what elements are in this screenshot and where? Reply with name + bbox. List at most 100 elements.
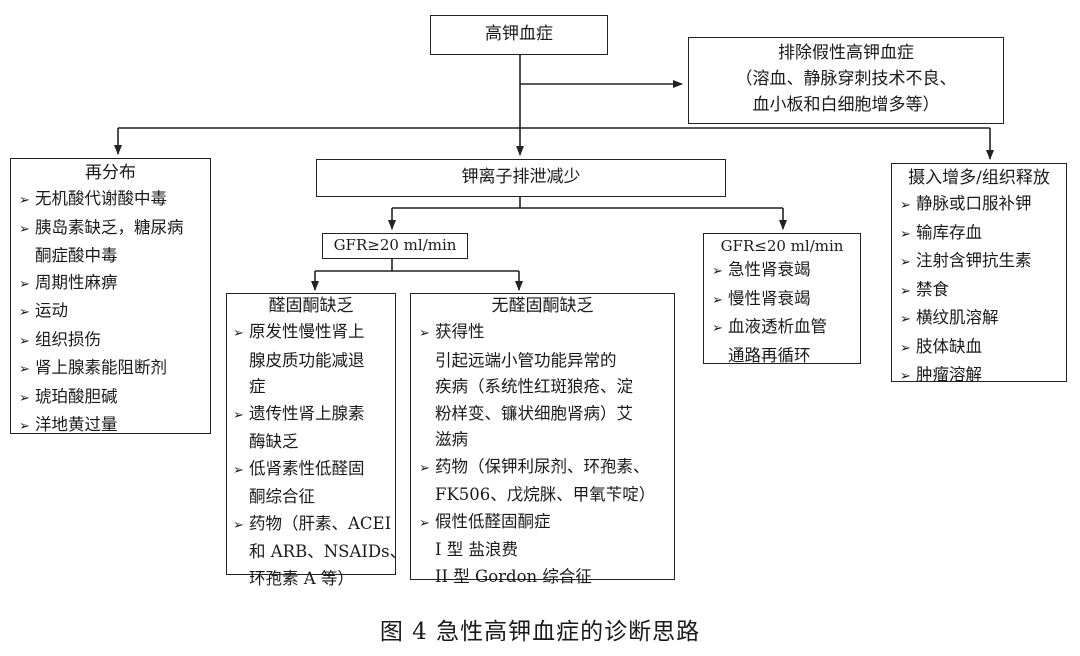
list-item: ➢ 周期性麻痹 (19, 270, 210, 299)
list-item: ➢琥珀酸胆碱 (19, 384, 210, 413)
intake-title: 摄入增多/组织释放 (908, 168, 1050, 188)
list-item: ➢ 急性肾衰竭 (712, 257, 860, 286)
bullet-arrow-icon: ➢ (19, 221, 30, 237)
bullet-arrow-icon: ➢ (19, 276, 30, 292)
list-item: ➢ 血液透析血管 (712, 314, 860, 343)
list-item: ➢肿瘤溶解 (900, 362, 1066, 391)
list-item-text: 药物（肝素、ACEI (249, 513, 392, 533)
list-item: II 型 Gordon 综合征 (419, 564, 674, 591)
list-item-text: 运动 (35, 301, 68, 320)
gfr-high-node: GFR≥20 ml/min (322, 233, 468, 259)
list-item: ➢ 肢体缺血 (900, 334, 1066, 363)
list-item-text: 引起远端小管功能异常的 (435, 350, 617, 370)
list-item-text: 和 ARB、NSAIDs、 (249, 542, 407, 561)
list-item-text: 滋病 (435, 430, 468, 449)
list-item: ➢获得性 (419, 319, 674, 348)
bullet-arrow-icon: ➢ (233, 407, 244, 423)
list-item-text: 原发性慢性肾上 (249, 322, 365, 341)
list-item: ➢ 横纹肌溶解 (900, 305, 1066, 334)
list-item: 酶缺乏 (233, 429, 395, 456)
list-item: I 型 盐浪费 (419, 537, 674, 564)
list-item-text: 禁食 (916, 279, 949, 299)
gfr-low-label: GFR≤20 ml/min (720, 237, 844, 255)
bullet-arrow-icon: ➢ (900, 312, 911, 327)
list-item-text: 通路再循环 (728, 345, 811, 365)
list-item-text: 注射含钾抗生素 (916, 251, 1032, 270)
bullet-arrow-icon: ➢ (900, 226, 911, 242)
list-item-text: 血液透析血管 (728, 317, 827, 336)
list-item-text: 肢体缺血 (916, 336, 982, 356)
list-item-text: 疾病（系统性红斑狼疮、淀 (435, 377, 633, 396)
list-item: ➢ 低肾素性低醛固 (233, 456, 395, 485)
intake-node: 摄入增多/组织释放 ➢静脉或口服补钾➢输库存血➢注射含钾抗生素➢禁食➢横纹肌溶解… (891, 163, 1067, 384)
exclude-line: 血小板和白细胞增多等） (752, 95, 940, 115)
no-aldo-def-title: 无醛固酮缺乏 (491, 296, 594, 316)
bullet-arrow-icon: ➢ (900, 255, 911, 270)
list-item-text: 急性肾衰竭 (728, 260, 811, 279)
bullet-arrow-icon: ➢ (233, 462, 244, 478)
bullet-arrow-icon: ➢ (19, 333, 30, 349)
bullet-arrow-icon: ➢ (712, 264, 723, 279)
list-item: ➢ 无机酸代谢酸中毒 (19, 186, 210, 215)
aldo-def-node: 醛固酮缺乏 ➢原发性慢性肾上腺皮质功能减退症➢遗传性肾上腺素酶缺乏➢低肾素性低醛… (226, 293, 406, 588)
bullet-arrow-icon: ➢ (233, 517, 244, 533)
list-item-text: II 型 Gordon 综合征 (435, 566, 592, 586)
list-item-text: 静脉或口服补钾 (916, 194, 1032, 213)
bullet-arrow-icon: ➢ (712, 321, 723, 336)
list-item: ➢ 注射含钾抗生素 (900, 248, 1066, 277)
list-item: ➢假性低醛固酮症 (419, 509, 674, 538)
list-item: ➢胰岛素缺乏，糖尿病 (19, 215, 210, 244)
bullet-arrow-icon: ➢ (419, 460, 430, 476)
list-item-text: 洋地黄过量 (35, 415, 118, 434)
list-item-text: 无机酸代谢酸中毒 (35, 189, 167, 208)
bullet-arrow-icon: ➢ (419, 515, 430, 531)
list-item: 酮综合征 (233, 484, 395, 511)
list-item: ➢肾上腺素能阻断剂 (19, 355, 210, 384)
list-item: ➢慢性肾衰竭 (712, 286, 860, 315)
list-item-text: 低肾素性低醛固 (249, 458, 365, 478)
exclude-title: 排除假性高钾血症 (778, 43, 914, 63)
list-item-text: 组织损伤 (35, 329, 101, 349)
bullet-arrow-icon: ➢ (19, 305, 30, 320)
list-item-text: 酮综合征 (249, 487, 315, 506)
list-item: ➢ 运动 (19, 298, 210, 327)
list-item-text: 药物（保钾利尿剂、环孢素、 (435, 456, 650, 476)
list-item-text: 腺皮质功能减退 (249, 350, 365, 370)
list-item: ➢遗传性肾上腺素 (233, 401, 395, 430)
intake-list: ➢静脉或口服补钾➢输库存血➢注射含钾抗生素➢禁食➢横纹肌溶解➢肢体缺血➢肿瘤溶解 (892, 191, 1066, 391)
figure-caption: 图 4 急性高钾血症的诊断思路 (379, 619, 701, 645)
list-item-text: I 型 盐浪费 (435, 540, 519, 559)
bullet-arrow-icon: ➢ (19, 419, 30, 434)
redistribution-node: 再分布 ➢无机酸代谢酸中毒➢胰岛素缺乏，糖尿病酮症酸中毒➢周期性麻痹➢运动➢组织… (10, 158, 211, 434)
list-item: ➢ 药物（保钾利尿剂、环孢素、 (419, 454, 674, 483)
list-item-text: FK506、戊烷脒、甲氧苄啶） (435, 485, 656, 504)
list-item: 通路再循环 (712, 343, 860, 370)
bullet-arrow-icon: ➢ (19, 193, 30, 208)
list-item: ➢ 药物（肝素、ACEI (233, 511, 395, 540)
list-item: ➢ 原发性慢性肾上 (233, 319, 395, 348)
list-item: ➢ 组织损伤 (19, 327, 210, 356)
list-item: 环孢素 A 等） (233, 566, 395, 593)
list-item: 粉样变、镰状细胞肾病）艾 (419, 401, 674, 428)
gfr-high-label: GFR≥20 ml/min (333, 236, 457, 254)
list-item: FK506、戊烷脒、甲氧苄啶） (419, 482, 674, 509)
list-item-text: 环孢素 A 等） (249, 568, 354, 588)
exclude-line: （溶血、静脉穿刺技术不良、 (735, 69, 957, 89)
excretion-node: 钾离子排泄减少 (316, 159, 726, 197)
list-item-text: 横纹肌溶解 (916, 308, 999, 327)
list-item-text: 肿瘤溶解 (916, 365, 982, 384)
redistribution-title: 再分布 (85, 163, 136, 183)
list-item: ➢ 静脉或口服补钾 (900, 191, 1066, 220)
bullet-arrow-icon: ➢ (900, 198, 911, 213)
list-item: ➢ 洋地黄过量 (19, 412, 210, 441)
bullet-arrow-icon: ➢ (233, 326, 244, 341)
list-item-text: 肾上腺素能阻断剂 (35, 358, 167, 377)
list-item: 和 ARB、NSAIDs、 (233, 539, 406, 566)
root-node: 高钾血症 (430, 15, 608, 55)
list-item-text: 周期性麻痹 (35, 272, 118, 292)
bullet-arrow-icon: ➢ (900, 340, 911, 356)
list-item-text: 慢性肾衰竭 (728, 288, 811, 308)
list-item: 疾病（系统性红斑狼疮、淀 (419, 374, 674, 401)
list-item-text: 琥珀酸胆碱 (35, 386, 118, 406)
